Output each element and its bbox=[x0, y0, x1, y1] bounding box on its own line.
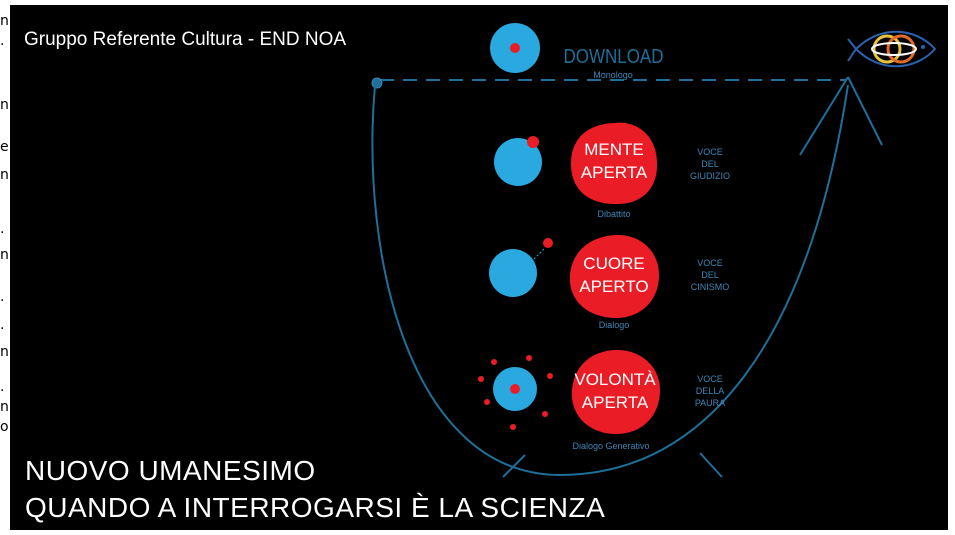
slide: Gruppo Referente Cultura - END NOA DOWNL… bbox=[10, 5, 948, 530]
header-title: Gruppo Referente Cultura - END NOA bbox=[24, 29, 347, 50]
strip-char: o bbox=[0, 420, 9, 434]
tick-right bbox=[699, 452, 723, 478]
fish-rings-logo-icon bbox=[847, 30, 937, 68]
voice1-line1: VOCE bbox=[697, 147, 723, 157]
heart-blob-line2: APERTO bbox=[579, 277, 648, 296]
will-spark bbox=[547, 373, 553, 379]
strip-char: . bbox=[0, 318, 5, 332]
left-edge-strip: n . n e n . n . . n . n o bbox=[0, 0, 10, 535]
heart-link bbox=[533, 248, 545, 260]
heart-sublabel: Dialogo bbox=[599, 320, 630, 330]
strip-char: e bbox=[0, 140, 9, 154]
mind-circle bbox=[494, 138, 542, 186]
will-blob-line1: VOLONTÀ bbox=[574, 370, 656, 389]
strip-char: n bbox=[0, 345, 9, 359]
mind-blob bbox=[570, 122, 658, 205]
strip-char: n bbox=[0, 248, 9, 262]
heart-dot bbox=[543, 238, 553, 248]
will-spark bbox=[484, 399, 490, 405]
will-blob bbox=[571, 349, 661, 435]
will-spark bbox=[478, 376, 484, 382]
title-line1: NUOVO UMANESIMO bbox=[25, 455, 316, 486]
mind-blob-line1: MENTE bbox=[584, 140, 644, 159]
strip-char: . bbox=[0, 380, 5, 394]
strip-char: n bbox=[0, 14, 9, 28]
mind-blob-line2: APERTA bbox=[581, 163, 648, 182]
u-curve bbox=[371, 84, 849, 477]
mind-sublabel: Dibattito bbox=[597, 209, 630, 219]
voice3-line1: VOCE bbox=[697, 374, 723, 384]
will-spark bbox=[526, 355, 532, 361]
title-line2: QUANDO A INTERROGARSI È LA SCIENZA bbox=[25, 492, 606, 523]
voice1-line2: DEL bbox=[701, 159, 719, 169]
will-sublabel: Dialogo Generativo bbox=[572, 441, 649, 451]
tick-left bbox=[502, 454, 526, 478]
will-blob-line2: APERTA bbox=[582, 393, 649, 412]
will-spark bbox=[542, 411, 548, 417]
download-dot bbox=[510, 43, 520, 53]
will-center-dot bbox=[510, 384, 520, 394]
strip-char: . bbox=[0, 222, 5, 236]
heart-blob bbox=[569, 234, 660, 319]
heart-circle bbox=[489, 249, 537, 297]
voice2-line3: CINISMO bbox=[691, 282, 730, 292]
voice2-line1: VOCE bbox=[697, 258, 723, 268]
voice3-line2: DELLA bbox=[696, 386, 725, 396]
arrow-left-stroke bbox=[799, 76, 849, 156]
start-node bbox=[371, 77, 383, 89]
heart-blob-line1: CUORE bbox=[583, 254, 644, 273]
voice2-line2: DEL bbox=[701, 270, 719, 280]
download-sublabel: Monologo bbox=[593, 70, 633, 80]
strip-char: n bbox=[0, 168, 9, 182]
download-label: DOWNLOAD bbox=[563, 45, 663, 68]
strip-char: n bbox=[0, 400, 9, 414]
will-spark bbox=[510, 424, 516, 430]
voice3-line3: PAURA bbox=[695, 398, 725, 408]
strip-char: . bbox=[0, 290, 5, 304]
arrow-right-stroke bbox=[847, 76, 883, 146]
strip-char: n bbox=[0, 98, 9, 112]
strip-char: . bbox=[0, 34, 5, 48]
will-spark bbox=[491, 359, 497, 365]
mind-dot bbox=[527, 136, 539, 148]
voice1-line3: GIUDIZIO bbox=[690, 171, 730, 181]
theory-u-diagram: DOWNLOAD Monologo MENTE APERTA Dibattito… bbox=[371, 23, 937, 478]
